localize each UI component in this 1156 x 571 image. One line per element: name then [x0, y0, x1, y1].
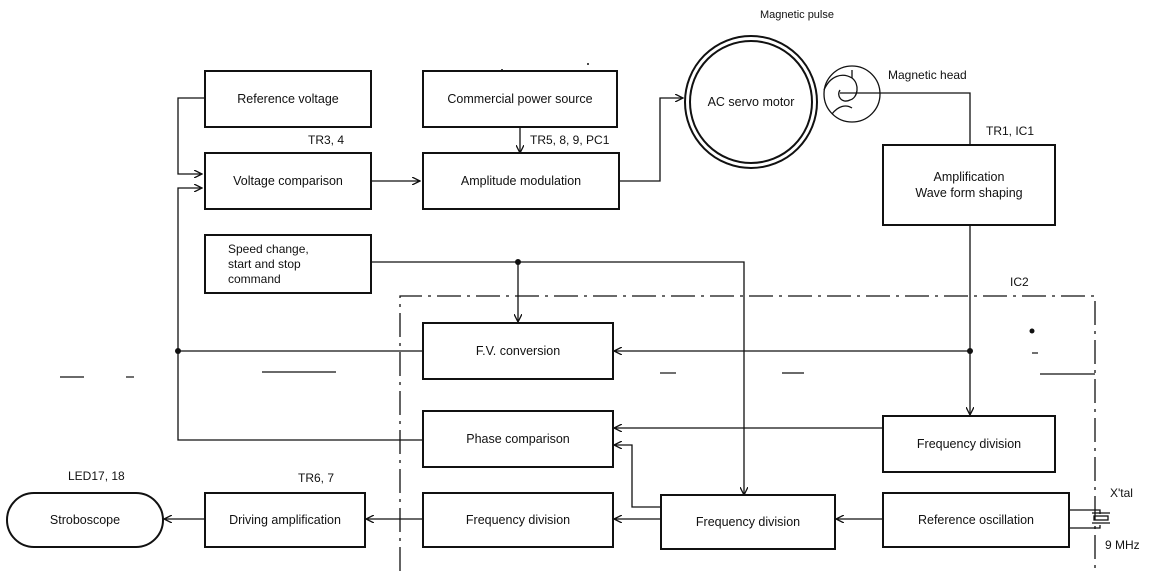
driving-amplification-block: Driving amplification — [204, 492, 366, 548]
tr6-7-label: TR6, 7 — [298, 471, 335, 485]
frequency-division-mid-label: Frequency division — [695, 514, 801, 529]
tr5-label: TR5, 8, 9, PC1 — [530, 133, 610, 147]
reference-oscillation-block: Reference oscillation — [882, 492, 1070, 548]
frequency-division-mid-block: Frequency division — [660, 494, 836, 550]
led-label: LED17, 18 — [68, 469, 125, 483]
voltage-comparison-label: Voltage comparison — [233, 173, 343, 188]
amplification-label: Amplification Wave form shaping — [915, 169, 1023, 200]
speed-change-block: Speed change, start and stop command — [204, 234, 372, 294]
amplitude-modulation-block: Amplitude modulation — [422, 152, 620, 210]
reference-oscillation-label: Reference oscillation — [917, 512, 1035, 527]
phase-comparison-block: Phase comparison — [422, 410, 614, 468]
frequency-division-right-block: Frequency division — [882, 415, 1056, 473]
frequency-division-right-label: Frequency division — [916, 436, 1022, 451]
fv-conversion-block: F.V. conversion — [422, 322, 614, 380]
tr1-ic1-label: TR1, IC1 — [986, 124, 1035, 138]
ic2-label: IC2 — [1010, 275, 1029, 289]
magnetic-pulse-label: Magnetic pulse — [760, 9, 834, 21]
tr3-4-label: TR3, 4 — [308, 133, 345, 147]
stroboscope-block: Stroboscope — [6, 492, 164, 548]
commercial-power-block: Commercial power source — [422, 70, 618, 128]
amplitude-modulation-label: Amplitude modulation — [460, 173, 582, 188]
magnetic-head-label: Magnetic head — [888, 68, 967, 82]
xtal-label: X'tal — [1110, 486, 1133, 500]
frequency-division-left-label: Frequency division — [465, 512, 571, 527]
commercial-power-label: Commercial power source — [447, 91, 593, 106]
reference-voltage-label: Reference voltage — [237, 91, 339, 106]
magnetic-head-icon — [823, 65, 881, 123]
frequency-division-left-block: Frequency division — [422, 492, 614, 548]
fv-conversion-label: F.V. conversion — [475, 343, 561, 358]
phase-comparison-label: Phase comparison — [466, 431, 570, 446]
frequency-9mhz-label: 9 MHz — [1105, 538, 1140, 552]
stroboscope-label: Stroboscope — [49, 512, 121, 527]
ac-servo-motor-label: AC servo motor — [707, 95, 795, 109]
driving-amplification-label: Driving amplification — [229, 512, 341, 527]
reference-voltage-block: Reference voltage — [204, 70, 372, 128]
voltage-comparison-block: Voltage comparison — [204, 152, 372, 210]
ac-servo-motor: AC servo motor — [684, 35, 818, 169]
speed-change-label: Speed change, start and stop command — [228, 241, 309, 286]
amplification-block: Amplification Wave form shaping — [882, 144, 1056, 226]
